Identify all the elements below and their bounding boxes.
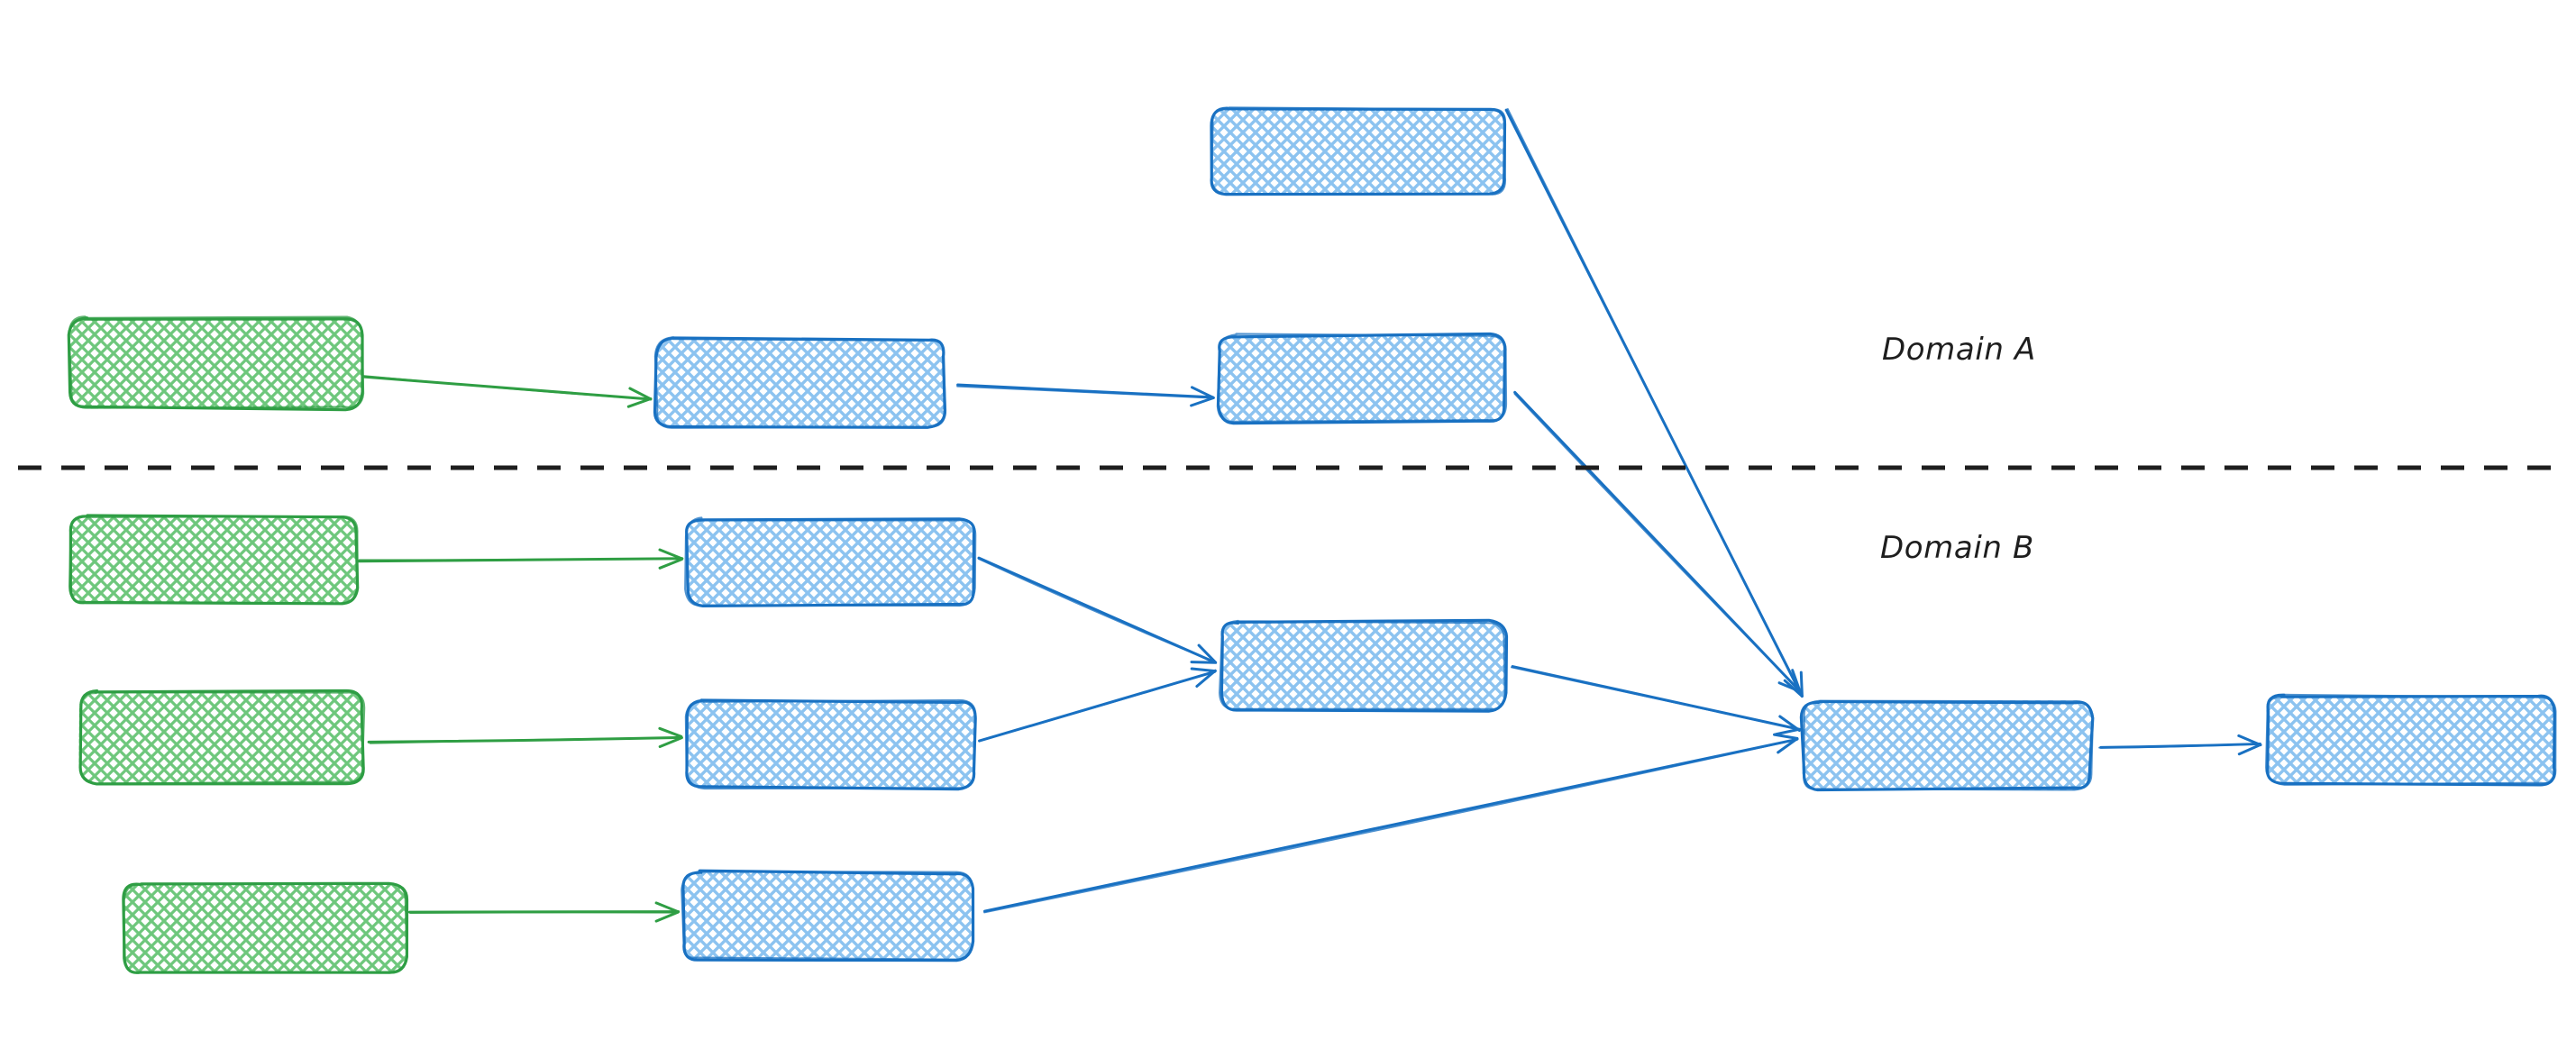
node-b1[interactable] [653, 336, 947, 429]
edge-b2-to-b7[interactable] [1513, 390, 1803, 694]
edge-line [956, 385, 1215, 399]
node-b2[interactable] [1216, 332, 1508, 425]
node-fill [1210, 107, 1506, 196]
edge-g3-to-b4[interactable] [367, 726, 683, 748]
domain-a-label: Domain A [1882, 332, 2036, 368]
node-outline [2265, 693, 2557, 786]
edge-arrowhead [1791, 669, 1802, 694]
edge-arrowhead [2237, 734, 2262, 747]
edge-arrowhead [1195, 669, 1217, 688]
edge-arrowhead [1190, 661, 1218, 664]
edge-arrowhead [658, 726, 683, 738]
node-outline [123, 882, 408, 974]
node-outline [1219, 619, 1506, 711]
edge-g1-to-b1[interactable] [362, 375, 653, 408]
node-fill [123, 882, 406, 974]
edge-b6-to-b7[interactable] [1511, 665, 1802, 736]
node-outline [68, 315, 365, 409]
node-fill [70, 515, 358, 604]
edge-g2-to-b3[interactable] [356, 548, 684, 570]
node-outline [78, 691, 366, 785]
node-fill [682, 871, 973, 960]
edge-line [1513, 392, 1802, 693]
domain-b-label: Domain B [1880, 530, 2034, 566]
edge-arrowhead [1190, 397, 1215, 407]
node-fill [1802, 700, 2092, 790]
node-b0[interactable] [1210, 106, 1507, 196]
node-outline [1216, 333, 1508, 424]
node-fill [686, 518, 975, 607]
edge-line [1511, 666, 1800, 731]
node-outline [1803, 699, 2094, 791]
node-fill [1220, 621, 1505, 711]
edge-line [358, 557, 682, 561]
edge-b3-to-b6[interactable] [977, 556, 1218, 664]
edge-b4-to-b6[interactable] [978, 667, 1217, 743]
node-fill [686, 700, 975, 788]
edge-arrowhead [658, 548, 684, 561]
edge-arrowhead [654, 901, 680, 914]
node-b4[interactable] [684, 698, 977, 791]
edge-b5-to-b7[interactable] [982, 733, 1799, 914]
edge-arrowhead [1774, 727, 1800, 736]
edge-b7-to-b8[interactable] [2098, 734, 2262, 756]
node-outline [684, 698, 977, 790]
node-g4[interactable] [122, 881, 409, 974]
edge-arrowhead [658, 558, 683, 570]
edge-line [983, 738, 1799, 914]
node-g3[interactable] [78, 689, 366, 786]
edge-line [982, 737, 1798, 913]
edge-b1-to-b2[interactable] [956, 383, 1215, 407]
node-fill [1218, 334, 1506, 423]
node-fill [69, 317, 363, 409]
edge-line [369, 736, 683, 744]
node-outline [68, 515, 359, 605]
node-outline [653, 336, 947, 429]
edge-line [977, 558, 1216, 663]
node-b7[interactable] [1799, 699, 2095, 792]
edge-line [409, 911, 680, 914]
edge-line [362, 375, 652, 401]
edge-line [1506, 108, 1804, 698]
edge-arrowhead [628, 387, 653, 401]
edge-line [978, 670, 1216, 742]
edge-b0-to-b7[interactable] [1504, 108, 1804, 698]
node-g2[interactable] [68, 514, 360, 606]
node-b3[interactable] [684, 516, 977, 607]
edge-arrowhead [1778, 715, 1801, 732]
node-g1[interactable] [67, 315, 365, 412]
node-b6[interactable] [1219, 618, 1509, 713]
edge-arrowhead [1773, 733, 1799, 740]
node-b5[interactable] [681, 869, 975, 962]
edge-arrowhead [1777, 681, 1803, 694]
edge-arrowhead [658, 736, 683, 748]
edge-arrowhead [654, 910, 680, 923]
node-fill [78, 691, 364, 783]
edge-arrowhead [1777, 737, 1799, 754]
edge-arrowhead [626, 397, 653, 408]
node-outline [1210, 106, 1506, 196]
node-outline [684, 516, 977, 607]
edges-layer [356, 108, 2262, 923]
node-fill [2266, 695, 2555, 784]
edge-arrowhead [1197, 643, 1217, 664]
edge-line [2098, 743, 2261, 749]
edge-g4-to-b5[interactable] [407, 901, 681, 923]
node-fill [655, 338, 945, 427]
nodes-layer [67, 106, 2557, 974]
edge-arrowhead [1191, 386, 1215, 399]
edge-arrowhead [1190, 667, 1217, 673]
node-b8[interactable] [2265, 693, 2557, 787]
node-outline [681, 871, 974, 961]
edge-arrowhead [2237, 743, 2261, 756]
